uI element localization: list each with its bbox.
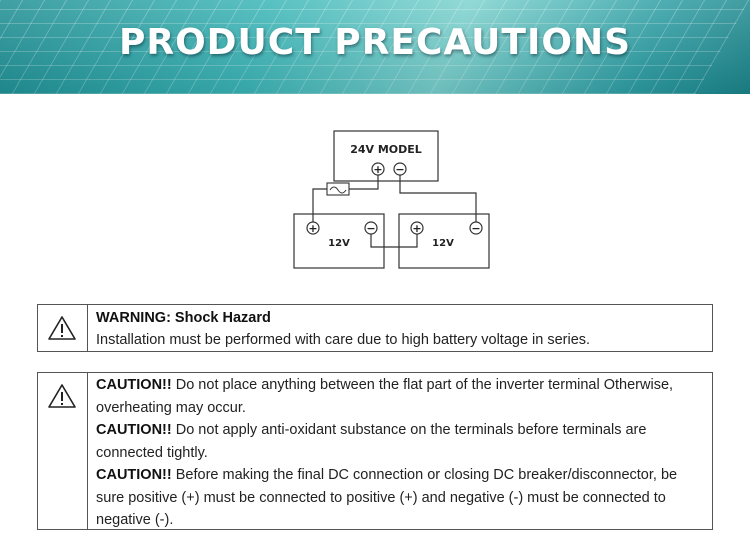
warning-box: WARNING: Shock Hazard Installation must …: [37, 304, 713, 352]
inverter-negative-sign: −: [395, 163, 404, 176]
caution-text: CAUTION!! Do not place anything between …: [88, 373, 712, 529]
battery-right-negative-sign: −: [471, 222, 480, 235]
battery-right-positive-sign: +: [412, 222, 421, 235]
inverter-box: [333, 130, 439, 182]
caution-body: Do not apply anti-oxidant substance on t…: [96, 422, 647, 461]
caution-label: CAUTION!!: [96, 422, 172, 438]
banner-overlay: [0, 0, 750, 94]
warning-triangle-icon: [48, 316, 76, 340]
caution-item: CAUTION!! Do not apply anti-oxidant subs…: [96, 419, 704, 464]
battery-left-negative-sign: −: [366, 222, 375, 235]
caution-label: CAUTION!!: [96, 377, 172, 393]
warning-heading: WARNING: Shock Hazard: [96, 310, 271, 326]
caution-item: CAUTION!! Before making the final DC con…: [96, 464, 704, 532]
inverter-label: 24V MODEL: [350, 143, 422, 156]
warning-icon-cell: [38, 305, 88, 351]
warning-triangle-icon: [48, 384, 76, 408]
battery-left-positive-sign: +: [308, 222, 317, 235]
header-banner: PRODUCT PRECAUTIONS: [0, 0, 750, 94]
warning-body: Installation must be performed with care…: [96, 332, 591, 348]
caution-box: CAUTION!! Do not place anything between …: [37, 372, 713, 530]
wire-series-link: [370, 234, 418, 248]
caution-body: Before making the final DC connection or…: [96, 467, 678, 528]
warning-text: WARNING: Shock Hazard Installation must …: [88, 305, 598, 351]
caution-label: CAUTION!!: [96, 467, 172, 483]
page-title: PRODUCT PRECAUTIONS: [118, 22, 632, 63]
wiring-diagram: 24V MODEL + − 12V 12V + − + −: [293, 130, 490, 269]
battery-left-label: 12V: [328, 238, 350, 249]
caution-body: Do not place anything between the flat p…: [96, 377, 674, 416]
caution-icon-cell: [38, 373, 88, 529]
caution-item: CAUTION!! Do not place anything between …: [96, 374, 704, 419]
fuse-icon: [326, 182, 350, 196]
wire-negative: [399, 175, 477, 222]
battery-right-label: 12V: [432, 238, 454, 249]
inverter-positive-sign: +: [373, 163, 382, 176]
